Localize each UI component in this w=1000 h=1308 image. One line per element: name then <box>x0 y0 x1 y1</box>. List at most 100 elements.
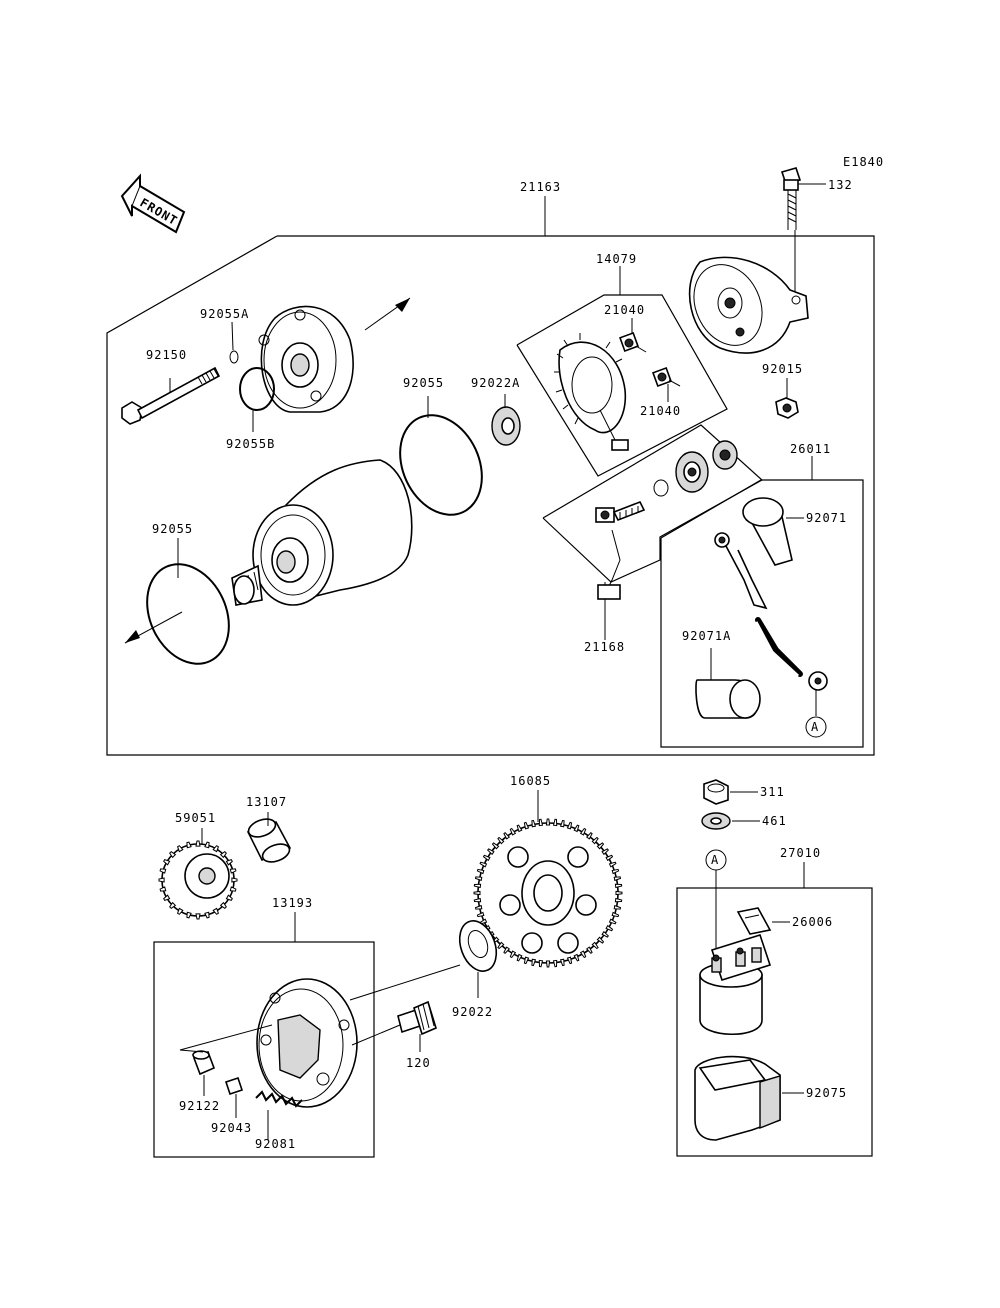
label-132: 132 <box>828 178 853 192</box>
svg-text:A: A <box>811 720 819 734</box>
gear-tooth <box>538 818 544 827</box>
gear-tooth <box>229 868 237 874</box>
gear-tooth <box>497 941 505 950</box>
shaft-120 <box>397 1000 437 1052</box>
roller-92122 <box>179 1024 273 1096</box>
gear-tooth <box>566 821 573 830</box>
boot-92071 <box>742 497 804 566</box>
gear-tooth <box>479 861 488 868</box>
gear-tooth <box>503 946 511 954</box>
terminal-washers <box>653 440 738 497</box>
gear-tooth <box>545 818 551 826</box>
gear-tooth <box>615 890 623 896</box>
gear-tooth <box>552 818 558 827</box>
one-way-clutch-body <box>256 964 461 1108</box>
lead-wire-frame <box>660 456 864 748</box>
gear-tooth <box>613 876 622 882</box>
svg-text:A: A <box>711 853 719 867</box>
starter-yoke <box>231 459 413 606</box>
gear-tooth <box>487 848 495 856</box>
lead-wire <box>714 532 828 716</box>
gear-tooth <box>509 950 517 959</box>
gear-tooth <box>497 836 505 845</box>
gear-tooth <box>204 841 210 849</box>
gear-tooth <box>163 858 171 866</box>
gear-tooth <box>559 958 565 967</box>
gear-tooth <box>559 819 565 828</box>
gear-tooth <box>473 883 482 889</box>
fuse-26006 <box>736 907 790 935</box>
label-26011: 26011 <box>790 442 831 456</box>
gear-tooth <box>159 886 167 892</box>
gear-tooth <box>611 911 620 918</box>
gear-tooth <box>158 877 165 883</box>
boot-92071A <box>695 648 761 719</box>
o-ring-92055B <box>239 367 275 432</box>
o-ring-92055-middle <box>399 396 483 516</box>
marker-a-upper: A <box>805 716 827 738</box>
o-ring-92055-left <box>124 538 230 665</box>
gear-tooth <box>573 824 580 833</box>
bolt-92150 <box>121 366 221 425</box>
gear-tooth <box>212 907 220 915</box>
idler-gear-59051 <box>158 828 238 920</box>
label-13193: 13193 <box>272 896 313 910</box>
gear-tooth <box>523 821 530 830</box>
gear-tooth <box>516 953 523 962</box>
brush-holder-frame <box>516 266 728 477</box>
gear-tooth <box>585 832 593 840</box>
gear-tooth <box>476 911 485 918</box>
gear-tooth <box>531 958 537 967</box>
gear-tooth <box>608 918 617 925</box>
gear-tooth <box>611 868 620 875</box>
gear-tooth <box>601 930 609 938</box>
spring-92081 <box>255 1090 303 1140</box>
gear-tooth <box>503 832 511 840</box>
one-way-clutch-frame <box>153 912 375 1158</box>
starter-relay-frame <box>676 862 873 1157</box>
gear-tooth <box>225 894 233 902</box>
label-92081: 92081 <box>255 1137 296 1151</box>
label-92122: 92122 <box>179 1099 220 1113</box>
starter-relay <box>699 934 772 1035</box>
gear-tooth <box>509 827 517 836</box>
gear-tooth <box>473 897 482 903</box>
gear-tooth <box>608 861 617 868</box>
gear-tooth <box>585 946 593 954</box>
gear-tooth <box>159 868 167 874</box>
starter-assembly-frame <box>106 196 875 756</box>
gear-tooth <box>474 876 483 882</box>
label-92022: 92022 <box>452 1005 493 1019</box>
brush-21040-a <box>619 318 647 353</box>
front-arrow-icon: FRONT <box>120 173 186 234</box>
marker-a-lower: A <box>705 849 727 960</box>
label-13107: 13107 <box>246 795 287 809</box>
starter-clutch-gear <box>473 790 623 968</box>
gear-tooth <box>186 911 192 919</box>
gear-tooth <box>212 845 220 853</box>
label-26006: 26006 <box>792 915 833 929</box>
gear-tooth <box>482 854 491 862</box>
gear-tooth <box>176 907 184 915</box>
gear-tooth <box>614 883 623 889</box>
gear-tooth <box>169 851 177 859</box>
gear-tooth <box>596 936 605 944</box>
gear-tooth <box>591 941 599 950</box>
brush-plate <box>554 333 629 451</box>
terminal-bolt <box>595 500 646 600</box>
label-92022A: 92022A <box>471 376 520 390</box>
label-92075: 92075 <box>806 1086 847 1100</box>
o-ring-92055A <box>229 321 239 364</box>
label-92150: 92150 <box>146 348 187 362</box>
gear-tooth <box>566 956 573 965</box>
label-92015: 92015 <box>762 362 803 376</box>
gear-tooth <box>229 886 237 892</box>
label-92043: 92043 <box>211 1121 252 1135</box>
washer-92022A <box>491 394 521 446</box>
gear-tooth <box>579 950 587 959</box>
gear-tooth <box>591 836 599 845</box>
label-92055A: 92055A <box>200 307 249 321</box>
gear-tooth <box>169 901 177 909</box>
rear-end-cover <box>688 256 809 354</box>
